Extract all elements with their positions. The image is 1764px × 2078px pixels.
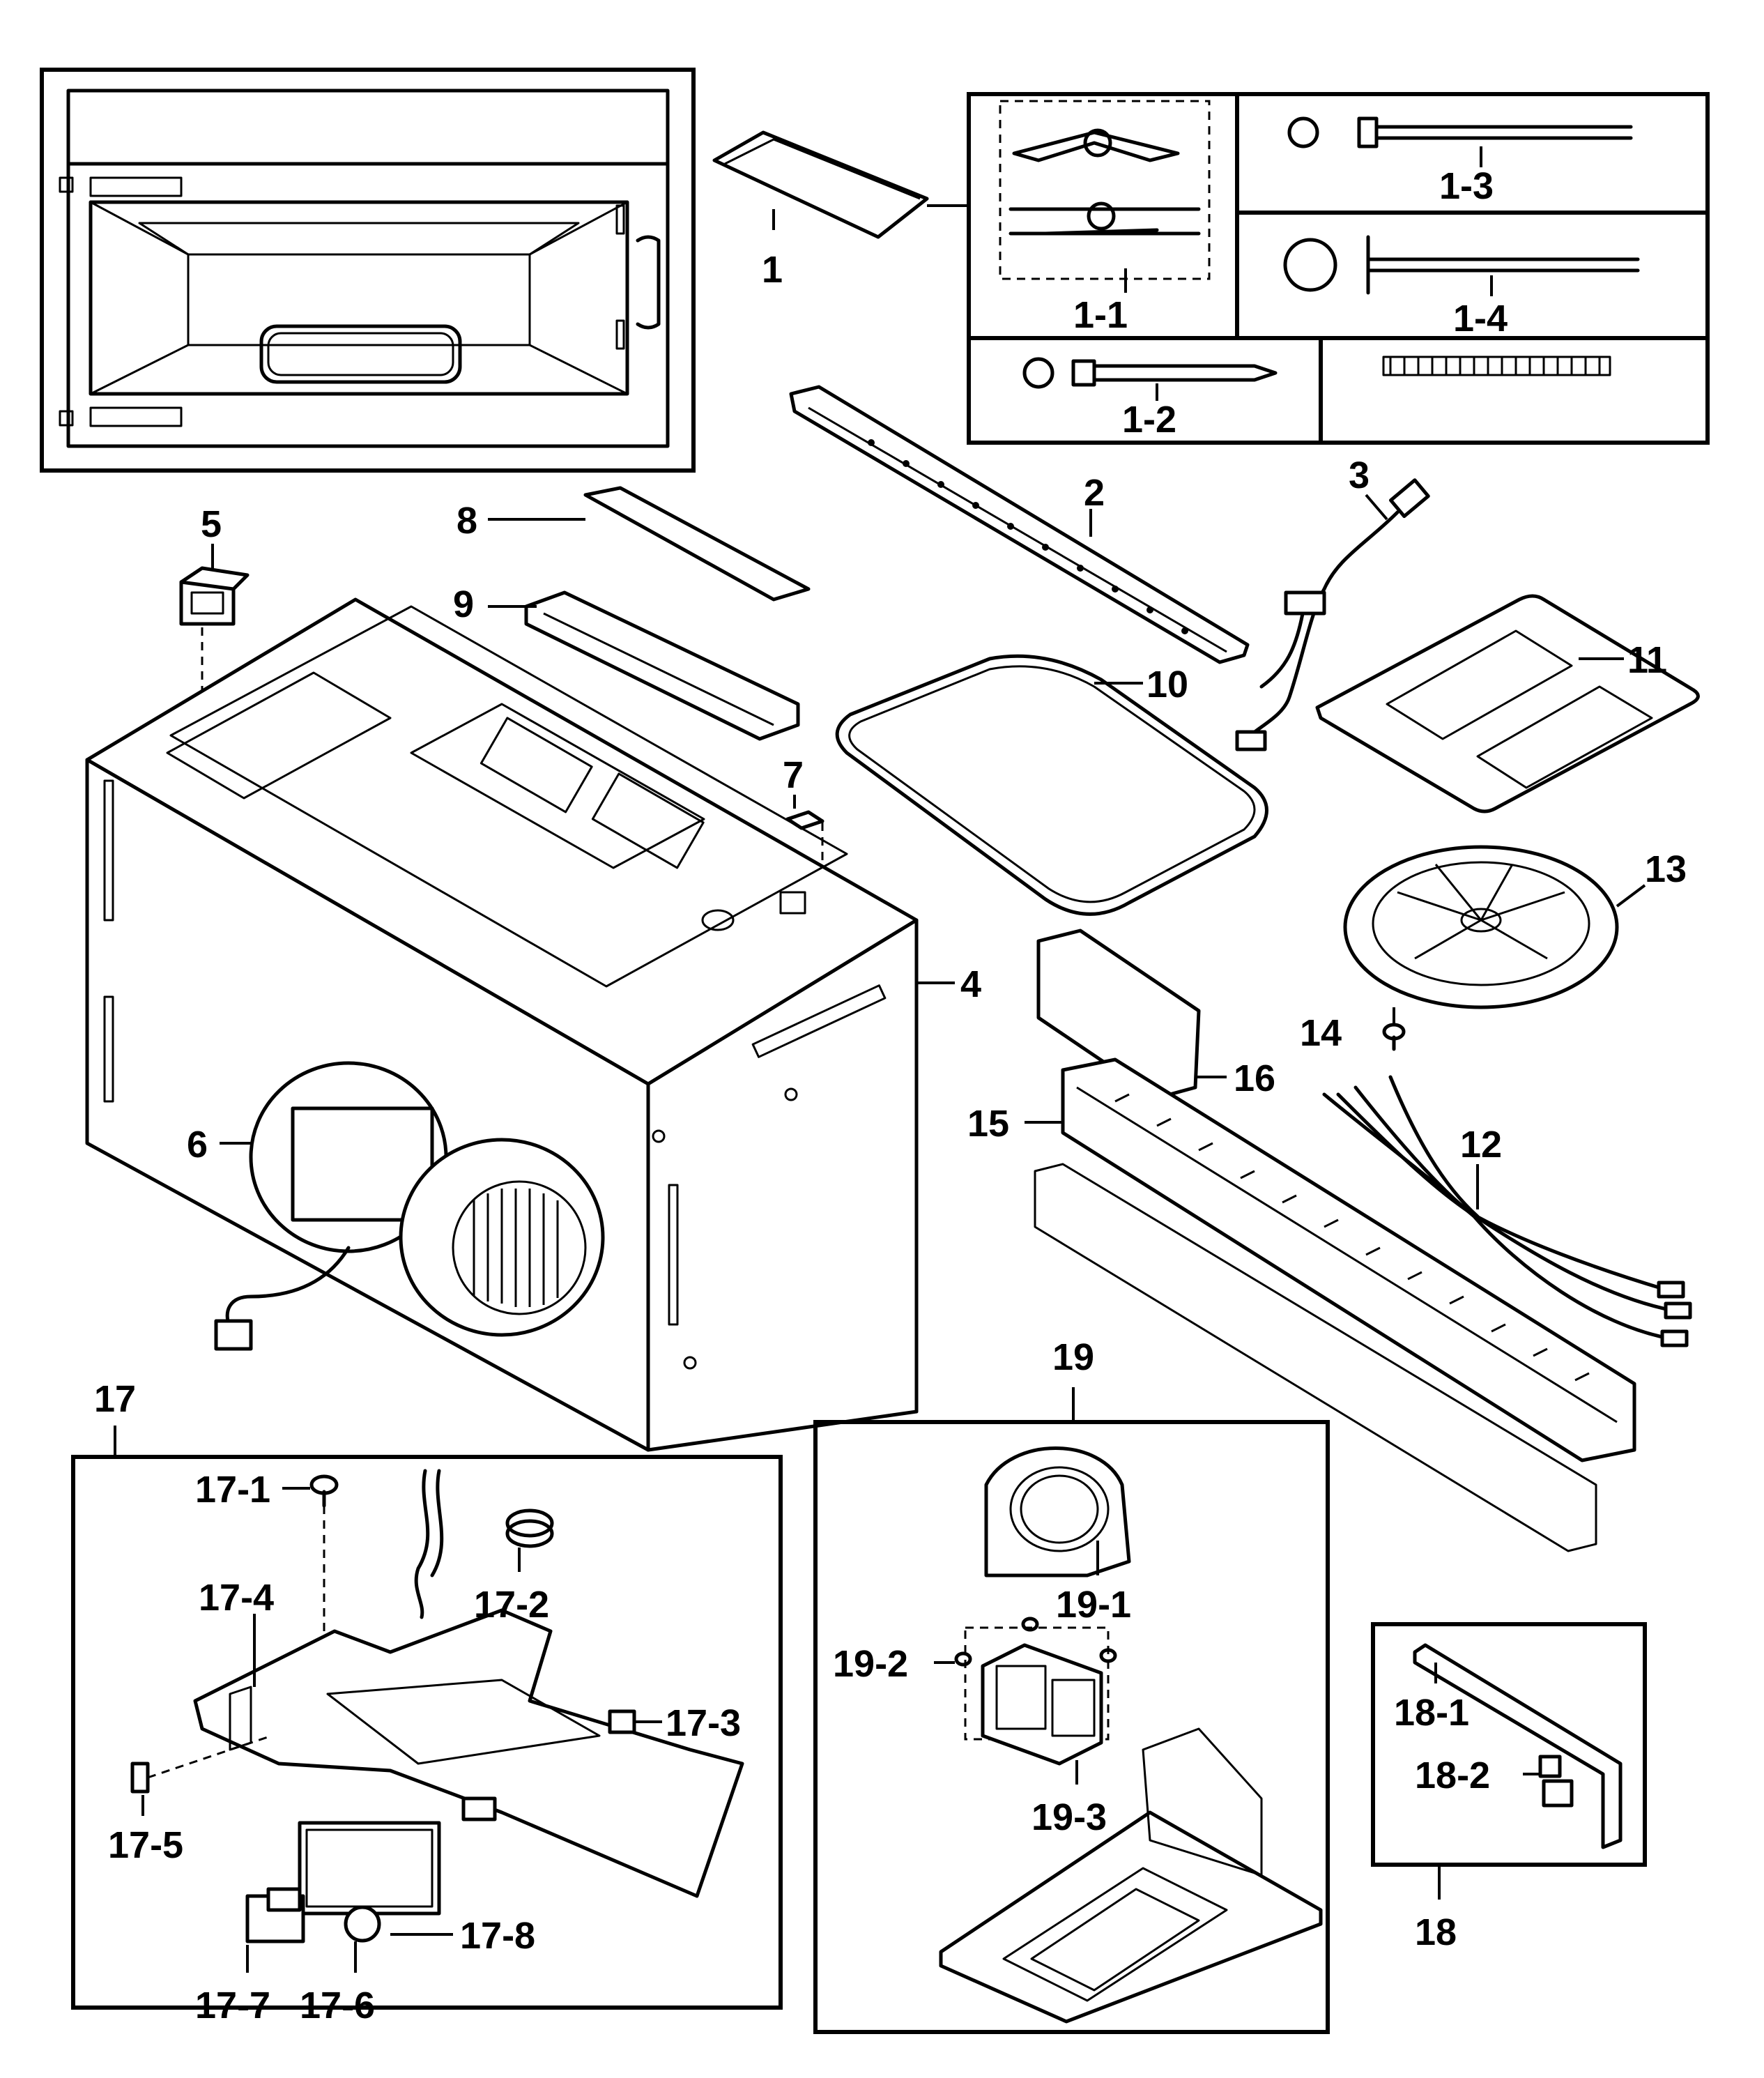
callout-16: 16 [1234, 1057, 1275, 1099]
callout-19-1: 19-1 [1056, 1584, 1131, 1626]
callout-10: 10 [1146, 664, 1188, 705]
filter-cover-8 [488, 486, 811, 602]
assembly-box-19 [813, 1387, 1330, 2034]
callout-1-1: 1-1 [1073, 294, 1128, 336]
assembly-box-17 [71, 1426, 783, 2010]
callout-17-8: 17-8 [460, 1915, 535, 1957]
callout-19-3: 19-3 [1031, 1796, 1107, 1838]
hardware-kit-box [967, 92, 1710, 445]
clip-7 [785, 795, 825, 868]
callout-17-2: 17-2 [474, 1584, 549, 1626]
callout-6: 6 [187, 1124, 208, 1166]
callout-1-2: 1-2 [1122, 399, 1176, 441]
callout-15: 15 [967, 1103, 1009, 1145]
callout-1: 1 [762, 249, 783, 291]
callout-12: 12 [1460, 1124, 1502, 1166]
door-panel [40, 68, 696, 473]
fan-13 [1343, 845, 1646, 1025]
assembly-box-18 [1371, 1622, 1647, 1900]
grille-16 [1036, 929, 1227, 1100]
callout-1-4: 1-4 [1453, 298, 1508, 339]
callout-7: 7 [783, 754, 804, 796]
callout-2: 2 [1084, 472, 1105, 514]
gasket-10 [835, 654, 1268, 916]
callout-17-7: 17-7 [195, 1985, 270, 2026]
callout-3: 3 [1349, 454, 1370, 496]
mounting-plate [789, 385, 1250, 664]
callout-8: 8 [457, 500, 477, 542]
callout-17-5: 17-5 [108, 1824, 183, 1866]
callout-1-3: 1-3 [1439, 165, 1494, 207]
duct-tray-9 [488, 590, 800, 741]
callout-17-4: 17-4 [199, 1577, 274, 1619]
callout-4: 4 [960, 963, 981, 1005]
callout-14: 14 [1300, 1012, 1342, 1054]
frame-11 [1315, 594, 1700, 813]
callout-labels: 1 1-1 1-3 1-4 1-2 2 3 5 8 9 10 11 7 13 4… [94, 165, 1687, 2026]
wire-harness-12 [1322, 1075, 1692, 1347]
installation-envelope [712, 130, 969, 239]
callout-17-6: 17-6 [300, 1985, 375, 2026]
callout-18-2: 18-2 [1415, 1755, 1490, 1796]
screw-14 [1382, 1023, 1406, 1051]
callout-19-2: 19-2 [833, 1643, 908, 1685]
bracket-5 [179, 544, 250, 708]
callout-13: 13 [1645, 848, 1687, 890]
callout-18: 18 [1415, 1911, 1457, 1953]
callout-18-1: 18-1 [1394, 1692, 1469, 1734]
callout-17-1: 17-1 [195, 1469, 270, 1511]
callout-9: 9 [453, 583, 474, 625]
callout-11: 11 [1627, 639, 1667, 681]
callout-19: 19 [1052, 1336, 1094, 1378]
callout-5: 5 [201, 503, 222, 545]
callout-17: 17 [94, 1378, 136, 1420]
callout-17-3: 17-3 [666, 1702, 741, 1744]
power-cord [1235, 478, 1430, 751]
blower-6 [214, 1061, 605, 1351]
vent-grille-15 [1025, 1057, 1636, 1552]
